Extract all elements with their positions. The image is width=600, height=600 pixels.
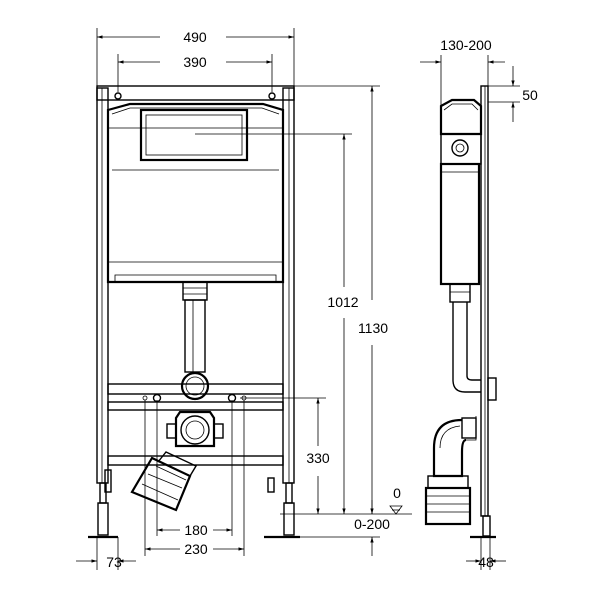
side-drain-elbow <box>424 416 477 526</box>
dim-top-offset: 50 <box>522 87 538 103</box>
dim-outlet-height: 330 <box>306 450 330 466</box>
side-view <box>424 85 497 539</box>
side-flush-pipe <box>449 283 481 393</box>
dim-foot-depth: 48 <box>478 554 494 570</box>
dimension-lines <box>76 28 520 570</box>
dim-floor-adjust: 0-200 <box>354 516 390 532</box>
front-view <box>88 85 300 539</box>
frame-cross-rail <box>107 383 284 411</box>
dim-outlet-center: 180 <box>184 522 208 538</box>
bracket-hole-right <box>268 92 276 100</box>
frame-bottom-rail <box>107 455 284 466</box>
bracket-hole-left <box>114 92 122 100</box>
dim-frame-width: 490 <box>183 29 207 45</box>
dim-bracket-spacing: 390 <box>183 54 207 70</box>
side-cistern <box>439 98 483 286</box>
dim-cistern-height: 1012 <box>327 294 358 310</box>
frame-right-foot <box>264 482 300 539</box>
drain-bend-front <box>130 451 197 512</box>
cistern <box>106 102 285 284</box>
side-frame-post <box>480 85 489 517</box>
dim-floor-zero: 0 <box>393 485 401 501</box>
frame-right-post <box>282 87 295 484</box>
frame-left-post <box>96 87 109 484</box>
frame-top-rail <box>96 85 295 101</box>
dimension-labels: 490 390 130-200 50 1012 1130 330 0 0-200… <box>106 28 538 570</box>
dim-total-height: 1130 <box>358 320 388 336</box>
dim-outlet-span: 230 <box>184 541 208 557</box>
drain-connector-front <box>166 410 224 448</box>
side-foot <box>482 515 491 537</box>
dim-foot-offset: 73 <box>106 554 122 570</box>
flush-plate <box>139 108 249 162</box>
dim-depth-range: 130-200 <box>440 37 492 53</box>
frame-left-foot <box>88 482 118 539</box>
flush-pipe <box>180 281 210 401</box>
